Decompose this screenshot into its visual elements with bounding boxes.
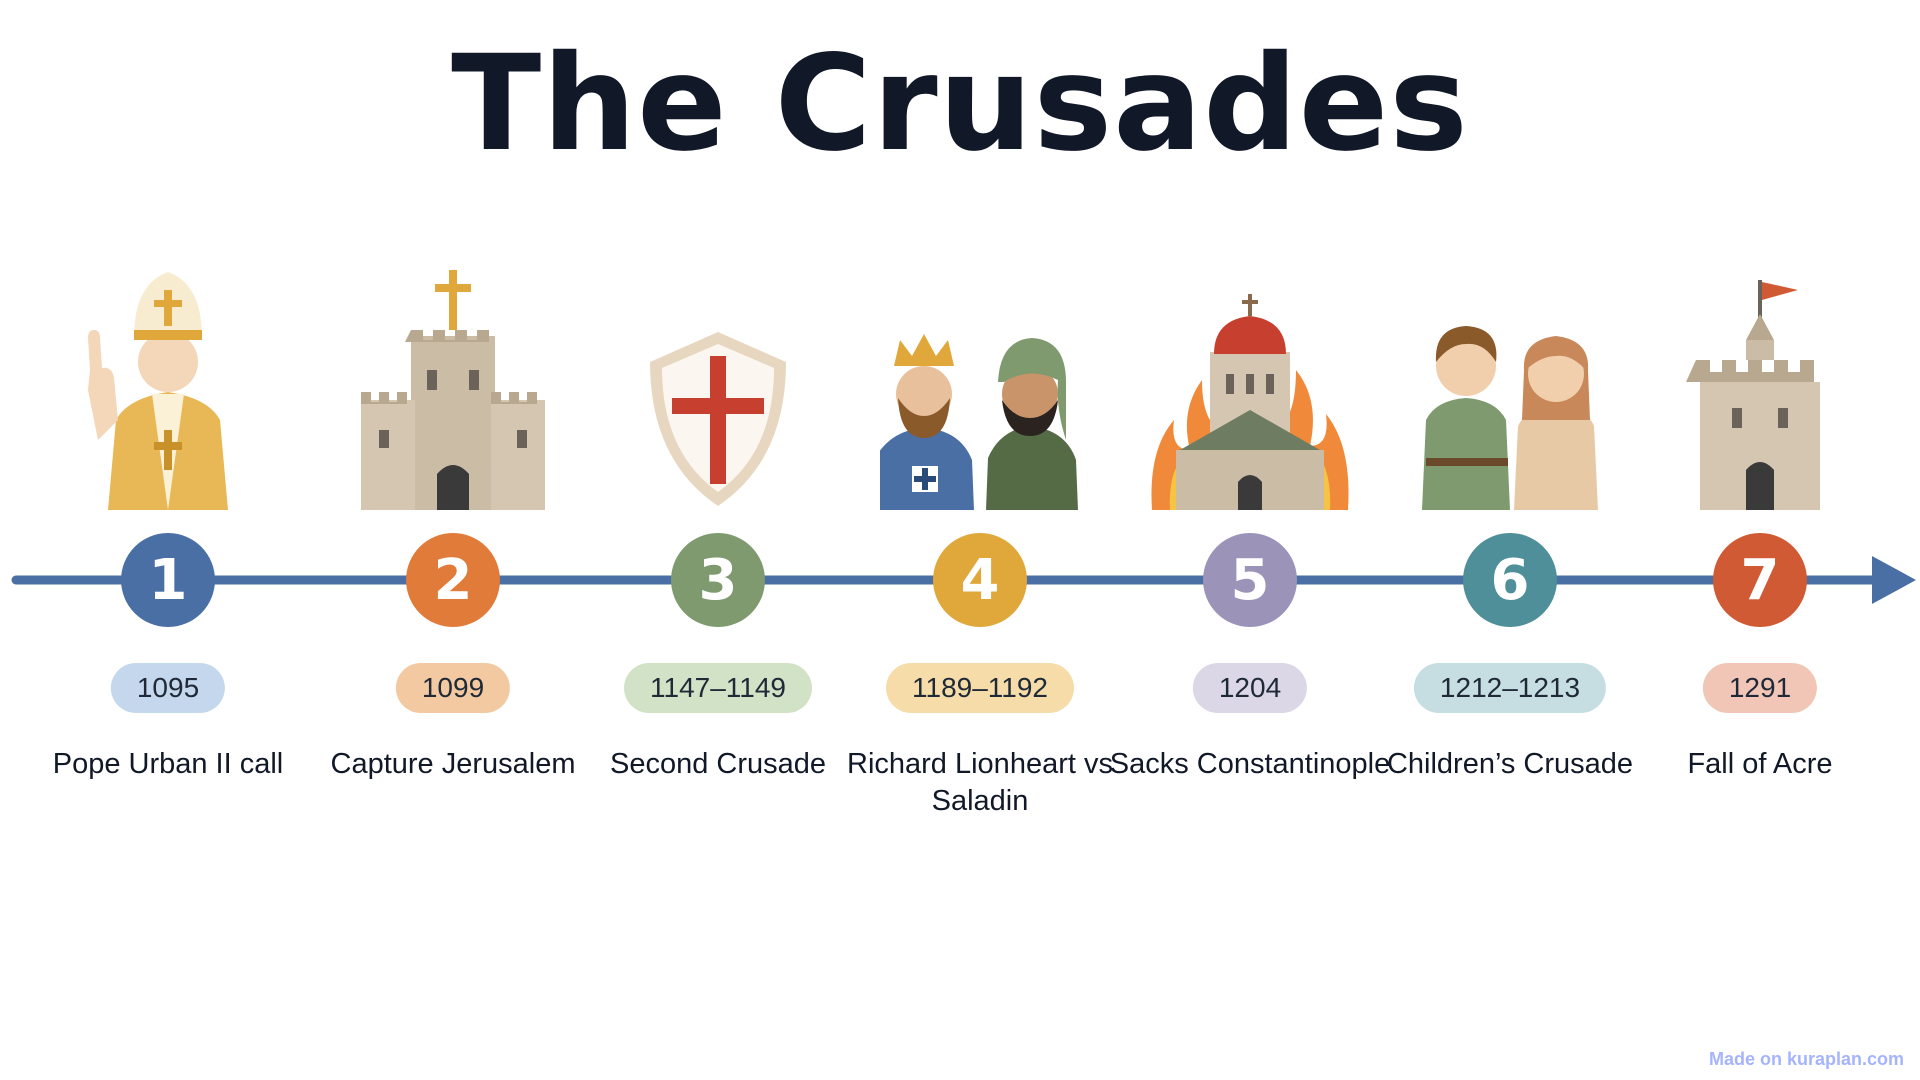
tower-flag-icon — [1660, 270, 1860, 510]
event-date: 1147–1149 — [624, 663, 812, 713]
page-title: The Crusades — [451, 27, 1469, 181]
event-date: 1212–1213 — [1413, 663, 1607, 713]
event-number-badge: 1 — [121, 533, 215, 627]
timeline-event-7: 7 1291 Fall of Acre — [1625, 0, 1895, 1080]
footer-credit: Made on kuraplan.com — [1708, 1049, 1904, 1069]
event-label: Fall of Acre — [1687, 748, 1833, 780]
event-date: 1095 — [110, 663, 226, 713]
event-number-badge: 2 — [406, 533, 500, 627]
crusader-shield-icon — [618, 270, 818, 510]
event-number-badge: 4 — [933, 533, 1027, 627]
timeline-arrow-icon — [1872, 556, 1916, 604]
event-label: Second Crusade — [609, 748, 827, 780]
event-date: 1099 — [395, 663, 511, 713]
timeline-event-5: 5 1204 Sacks Constantinople — [1110, 0, 1390, 1080]
richard-saladin-icon — [880, 270, 1080, 510]
event-number-badge: 3 — [671, 533, 765, 627]
timeline-event-3: 3 1147–1149 Second Crusade — [583, 0, 853, 1080]
event-label: Pope Urban II call — [52, 748, 284, 780]
event-label: Children’s Crusade — [1386, 748, 1634, 780]
event-number-badge: 5 — [1203, 533, 1297, 627]
timeline-event-4: 4 1189–1192 Richard Lionheart vs Saladin — [845, 0, 1115, 1080]
event-number-badge: 7 — [1713, 533, 1807, 627]
event-label: Sacks Constantinople — [1109, 748, 1391, 780]
timeline-event-6: 6 1212–1213 Children’s Crusade — [1375, 0, 1645, 1080]
event-date: 1291 — [1702, 663, 1818, 713]
event-label: Richard Lionheart vs Saladin — [847, 748, 1113, 817]
children-icon — [1410, 270, 1610, 510]
event-label: Capture Jerusalem — [330, 748, 576, 780]
castle-cross-icon — [353, 270, 553, 510]
burning-church-icon — [1150, 270, 1350, 510]
timeline-event-1: 1 1095 Pope Urban II call — [33, 0, 303, 1080]
event-date: 1189–1192 — [886, 663, 1074, 713]
timeline-event-2: 2 1099 Capture Jerusalem — [318, 0, 588, 1080]
event-date: 1204 — [1192, 663, 1308, 713]
event-number-badge: 6 — [1463, 533, 1557, 627]
pope-icon — [68, 270, 268, 510]
